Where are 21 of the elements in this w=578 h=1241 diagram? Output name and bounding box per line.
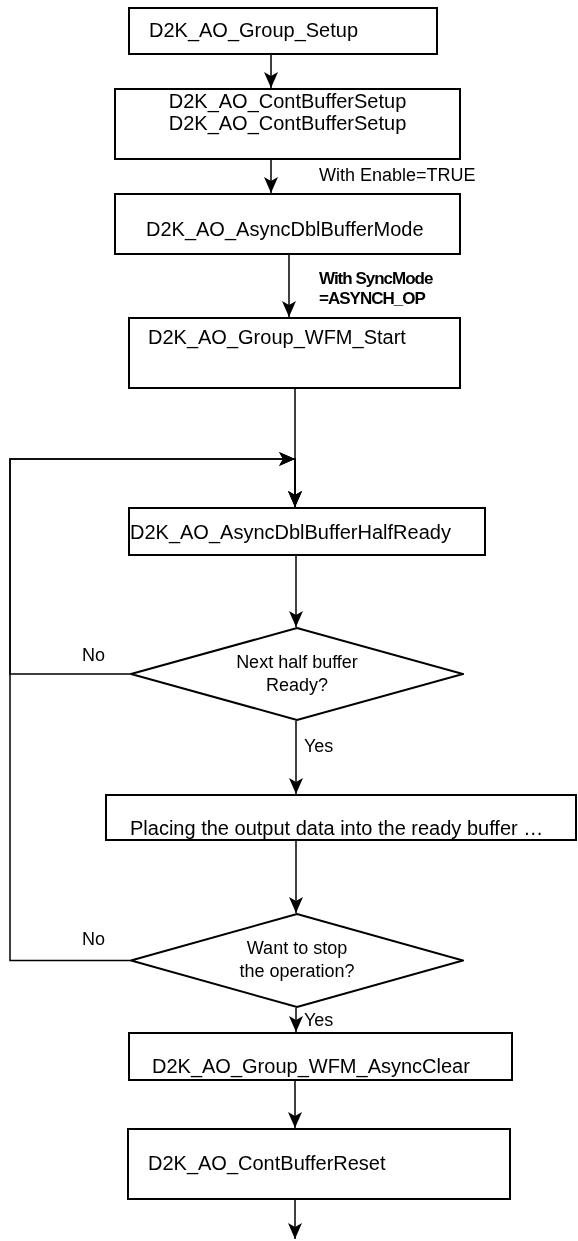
process-box bbox=[128, 1032, 513, 1081]
process-text: Placing the output data into the ready buffer … bbox=[130, 817, 544, 839]
process-text: D2K_AO_ContBufferSetup bbox=[168, 90, 407, 112]
process-box bbox=[128, 317, 461, 389]
process-text: D2K_AO_Group_WFM_AsyncClear bbox=[152, 1055, 470, 1077]
process-box bbox=[127, 1128, 511, 1200]
process-text: D2K_AO_AsyncDblBufferHalfReady bbox=[130, 521, 451, 543]
process-box bbox=[128, 507, 486, 556]
process-text: D2K_AO_Group_Setup bbox=[149, 19, 359, 41]
process-text: D2K_AO_ContBufferReset bbox=[148, 1152, 386, 1174]
process-text: D2K_AO_Group_WFM_Start bbox=[148, 326, 406, 348]
decision-text: Next half buffer Ready? bbox=[235, 651, 359, 697]
decision-diamond bbox=[130, 627, 464, 721]
process-text: D2K_AO_ContBufferSetup bbox=[168, 112, 407, 134]
process-box bbox=[105, 794, 577, 841]
process-box bbox=[128, 7, 438, 55]
process-box bbox=[114, 193, 461, 255]
process-text: D2K_AO_AsyncDblBufferMode bbox=[146, 218, 424, 240]
decision-diamond bbox=[130, 913, 464, 1008]
process-box bbox=[114, 88, 461, 160]
decision-text: Want to stop the operation? bbox=[238, 937, 356, 983]
